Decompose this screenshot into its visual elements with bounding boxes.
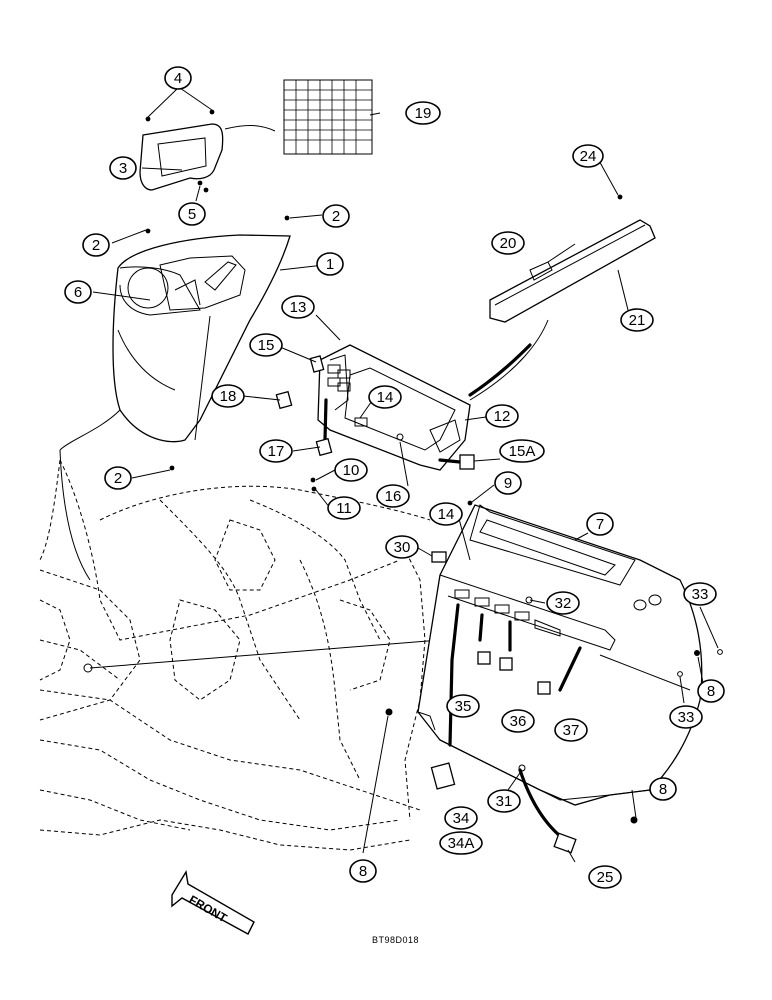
callout-10: 10 (334, 458, 368, 482)
svg-text:33: 33 (678, 709, 695, 726)
callout-15A: 15A (499, 439, 545, 463)
svg-text:31: 31 (496, 793, 513, 810)
svg-text:8: 8 (707, 683, 715, 700)
svg-text:2: 2 (114, 470, 122, 487)
svg-text:14: 14 (377, 389, 394, 406)
callout-13: 13 (281, 295, 315, 319)
callout-2-a: 2 (82, 233, 110, 257)
svg-text:8: 8 (659, 781, 667, 798)
callout-14-a: 14 (368, 385, 402, 409)
svg-text:30: 30 (394, 539, 411, 556)
svg-text:5: 5 (188, 206, 196, 223)
callout-32: 32 (546, 591, 580, 615)
callout-11: 11 (327, 496, 361, 520)
callout-19: 19 (405, 101, 441, 125)
svg-text:3: 3 (119, 160, 127, 177)
callout-3: 3 (109, 156, 137, 180)
front-direction-arrow: FRONT (171, 870, 255, 935)
callouts: 4 19 3 5 2 2 1 6 2 24 20 21 13 15 18 14 … (64, 66, 725, 889)
svg-text:14: 14 (438, 506, 455, 523)
svg-text:8: 8 (359, 863, 367, 880)
callout-5: 5 (178, 202, 206, 226)
callout-14-b: 14 (429, 502, 463, 526)
callout-7: 7 (586, 512, 614, 536)
filter-grid (283, 79, 373, 155)
drawing-id: BT98D018 (372, 935, 420, 945)
callout-2-b: 2 (322, 204, 350, 228)
dashed-chassis (39, 459, 441, 851)
svg-text:15: 15 (258, 337, 275, 354)
svg-text:34: 34 (453, 810, 470, 827)
callout-34: 34 (444, 806, 478, 830)
callout-8-c: 8 (349, 859, 377, 883)
svg-text:25: 25 (597, 869, 614, 886)
callout-8-b: 8 (649, 777, 677, 801)
callout-1: 1 (316, 252, 344, 276)
svg-text:2: 2 (92, 237, 100, 254)
callout-30: 30 (385, 535, 419, 559)
callout-2-c: 2 (104, 466, 132, 490)
filter-frame (139, 123, 276, 191)
svg-text:33: 33 (692, 586, 709, 603)
svg-text:15A: 15A (509, 443, 536, 460)
callout-18: 18 (211, 384, 245, 408)
callout-35: 35 (446, 694, 480, 718)
small-components (145, 109, 723, 854)
svg-text:1: 1 (326, 256, 334, 273)
callout-8-a: 8 (697, 679, 725, 703)
callout-6: 6 (64, 280, 92, 304)
cover-strip (469, 219, 656, 401)
svg-text:11: 11 (336, 500, 352, 517)
callout-17: 17 (259, 439, 293, 463)
leader-lines (92, 87, 719, 863)
instrument-panel (317, 343, 532, 471)
svg-text:35: 35 (455, 698, 472, 715)
svg-text:34A: 34A (448, 835, 475, 852)
callout-9: 9 (494, 471, 522, 495)
svg-text:9: 9 (504, 475, 512, 492)
callout-15: 15 (249, 333, 283, 357)
callout-31: 31 (487, 789, 521, 813)
svg-text:13: 13 (290, 299, 307, 316)
svg-text:36: 36 (510, 713, 527, 730)
callout-33-b: 33 (669, 705, 703, 729)
svg-text:20: 20 (500, 235, 517, 252)
callout-25: 25 (588, 865, 622, 889)
upper-console-housing (59, 234, 291, 581)
svg-text:19: 19 (415, 105, 432, 122)
callout-20: 20 (491, 231, 525, 255)
svg-text:16: 16 (385, 488, 402, 505)
callout-24: 24 (572, 144, 604, 168)
callout-12: 12 (485, 404, 519, 428)
svg-text:37: 37 (563, 722, 580, 739)
svg-text:4: 4 (174, 70, 182, 87)
svg-text:10: 10 (343, 462, 360, 479)
svg-text:6: 6 (74, 284, 82, 301)
callout-33-a: 33 (683, 582, 717, 606)
callout-34A: 34A (439, 831, 483, 855)
callout-16: 16 (376, 484, 410, 508)
callout-37: 37 (554, 718, 588, 742)
svg-text:32: 32 (555, 595, 572, 612)
svg-text:24: 24 (580, 148, 597, 165)
callout-36: 36 (501, 709, 535, 733)
callout-21: 21 (620, 308, 654, 332)
svg-text:2: 2 (332, 208, 340, 225)
svg-text:18: 18 (220, 388, 237, 405)
svg-text:12: 12 (494, 408, 511, 425)
svg-text:7: 7 (596, 516, 604, 533)
svg-text:17: 17 (268, 443, 285, 460)
svg-text:21: 21 (629, 312, 646, 329)
callout-4: 4 (164, 66, 192, 90)
